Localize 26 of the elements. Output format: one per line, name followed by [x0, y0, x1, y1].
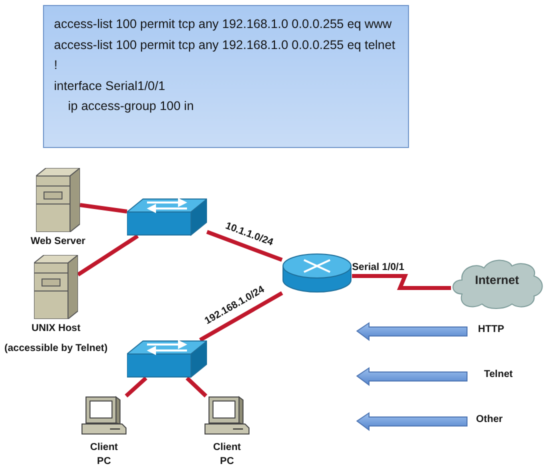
device-label: Web Server: [30, 235, 86, 249]
device-label: (accessible by Telnet): [4, 342, 108, 356]
traffic-label: Other: [476, 414, 503, 425]
code-line: access-list 100 permit tcp any 192.168.1.0 0.0.0.255 eq telnet: [54, 36, 396, 54]
device-label: Client PC: [212, 441, 242, 469]
network-link: [76, 234, 139, 276]
code-line: access-list 100 permit tcp any 192.168.1.0 0.0.0.255 eq www: [54, 16, 393, 33]
switch-drawing: [127, 198, 207, 236]
network-link: [124, 376, 148, 398]
device-label: Client PC: [89, 441, 119, 469]
network-link: [80, 203, 128, 214]
traffic-label: Telnet: [484, 369, 513, 380]
device-label: UNIX Host: [32, 322, 80, 336]
switch-drawing: [127, 340, 207, 378]
network-link: [206, 230, 283, 262]
cloud-label: Internet: [474, 273, 520, 287]
code-line: ip access-group 100 in: [67, 98, 195, 115]
network-link: [199, 291, 284, 342]
traffic-label: HTTP: [478, 324, 504, 335]
config-box: [43, 5, 409, 148]
network-link: [352, 274, 451, 290]
code-line: interface Serial1/0/1: [54, 78, 166, 94]
interface-label: Serial 1/0/1: [352, 262, 404, 273]
network-link: [186, 376, 208, 398]
router-drawing: [282, 253, 352, 293]
code-line: !: [54, 57, 58, 74]
